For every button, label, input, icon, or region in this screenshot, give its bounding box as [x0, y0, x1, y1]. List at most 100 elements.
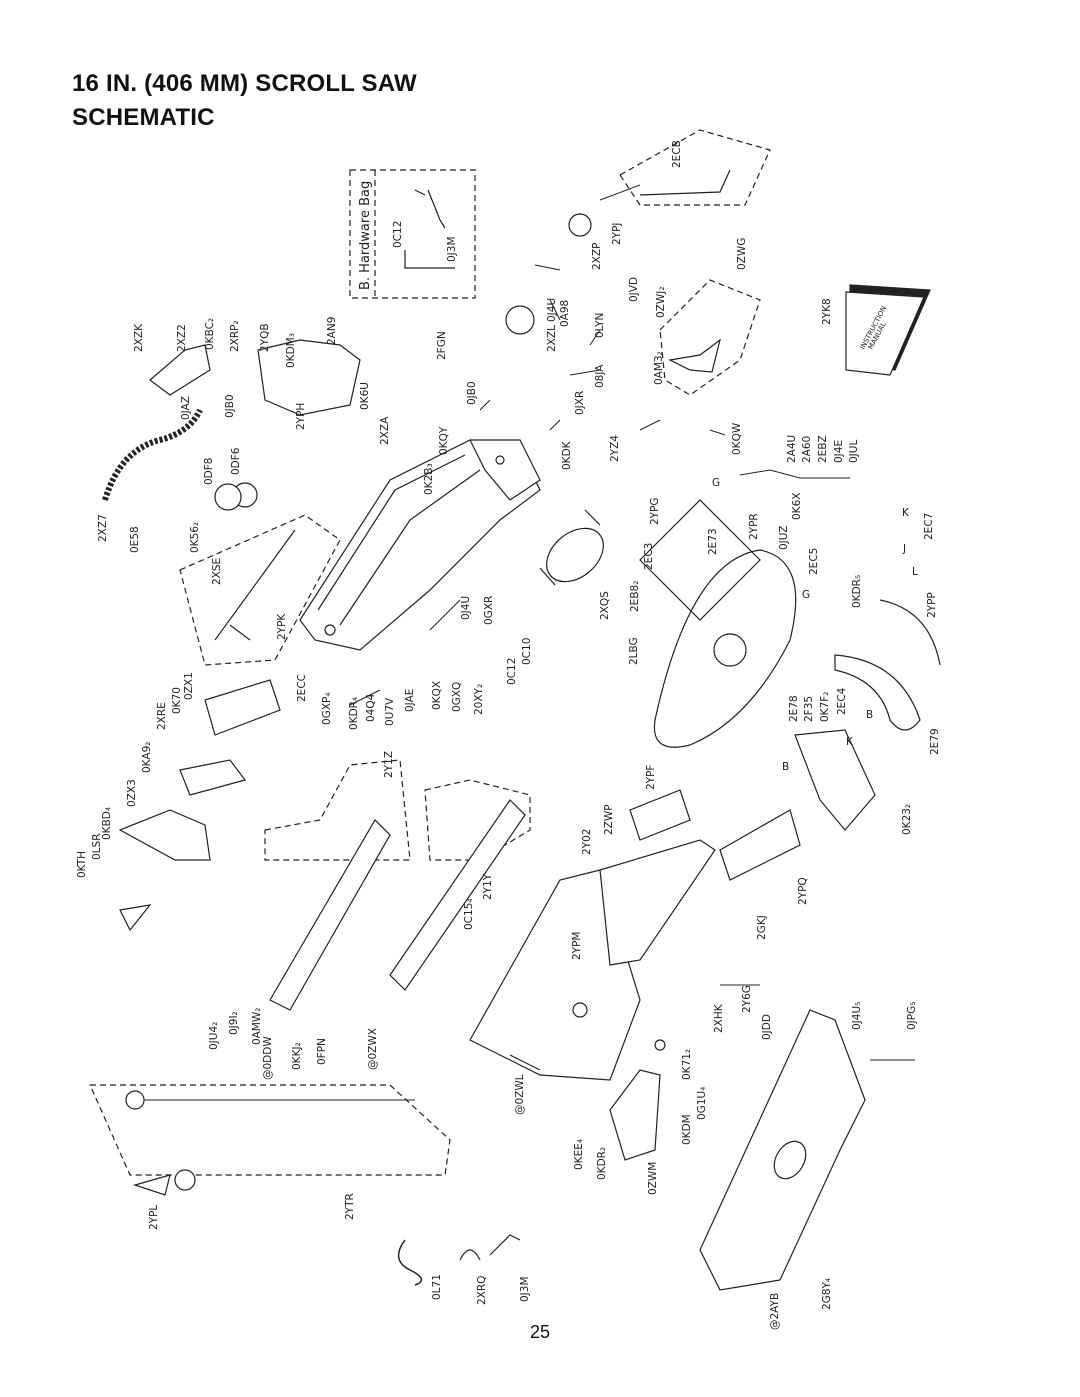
base-plate [699, 1009, 866, 1291]
part-callout-c40: 0DF6 [230, 447, 242, 475]
dashed-group-2xse [179, 514, 341, 666]
part-callout-c31: 2YQB [259, 323, 271, 352]
page-number: 25 [529, 1322, 551, 1342]
part-callout-c113: 0JPG₅ [906, 1002, 918, 1030]
part-callout-c36: 0K6U [359, 382, 371, 410]
part-callout-c63: 2YPK [276, 613, 288, 640]
part-callout-c93: 0LSR [91, 834, 103, 861]
dashed-group-2y1y [424, 779, 531, 861]
part-callout-c8: 0J4U [546, 298, 558, 322]
part-callout-c29: 0KBC₂ [204, 318, 216, 350]
part-callout-c52: 2EC3 [643, 543, 655, 570]
part-callout-c17: 2YZ4 [609, 435, 621, 462]
part-callout-c58: G [802, 589, 810, 601]
part-callout-c48: 2XZ7 [97, 514, 109, 542]
part-callout-c67: 2ECC [296, 674, 308, 702]
part-callout-c47: K [902, 507, 910, 519]
part-callout-c78: 0K7F₂ [819, 692, 831, 723]
part-callout-c23: 0J4E [833, 440, 845, 463]
part-callout-c111: 0JDD [761, 1014, 773, 1040]
part-callout-c4: 0ZWG [736, 238, 748, 270]
part-callout-c19: 0KDK [561, 440, 573, 470]
part-callout-c107: 0KKJ₂ [291, 1042, 303, 1070]
part-callout-c104: 0J9I₂ [228, 1011, 240, 1035]
part-callout-c62: 0GXR [483, 596, 495, 625]
part-callout-c69: 0KDR₄ [348, 697, 360, 730]
part-callout-c49: 0E58 [129, 526, 141, 553]
part-callout-c27: 2XZK [133, 323, 145, 352]
part-callout-c92: 0KBD₄ [101, 807, 113, 840]
motor [539, 509, 604, 586]
part-callout-c94: 0KTH [76, 851, 88, 878]
part-callout-c123: 0L71 [431, 1274, 443, 1300]
part-callout-c7: 2YK8 [821, 298, 833, 325]
part-callout-c39: 0DF8 [203, 458, 215, 486]
part-callout-c5: 0JVD [628, 277, 640, 302]
part-callout-c45: 0JUZ [778, 526, 790, 550]
part-callout-c3: 2XZP [591, 243, 603, 270]
part-callout-c97: 2Y1Y [482, 873, 494, 900]
pad-2yfp [629, 789, 691, 841]
part-callout-c16: 0JB0 [466, 381, 478, 405]
part-callout-c90: 0K23₂ [901, 804, 913, 835]
part-callout-c43: 2YPG [649, 497, 661, 525]
part-callout-c42: 0K6X [791, 493, 803, 520]
part-callout-c79: 2EC4 [836, 687, 848, 715]
part-callout-c53: 2EC5 [808, 548, 820, 575]
part-callout-c76: 2E78 [788, 695, 800, 722]
part-callout-c1: 2ECB [671, 140, 683, 168]
part-callout-c118: 0KEE₄ [573, 1139, 585, 1170]
part-callout-c18: 0KQY [438, 426, 450, 455]
part-callout-c127: 2G8Y₄ [821, 1278, 833, 1310]
part-callout-c20: 2A4U [786, 435, 798, 463]
part-callout-c70: 04Q4 [365, 693, 377, 722]
part-callout-c109: @0ZWX [367, 1028, 379, 1070]
part-callout-c24: 0JUL [848, 440, 860, 463]
part-callout-c57: 2EB8₂ [629, 581, 641, 612]
part-callout-c65: 0C10 [521, 638, 533, 665]
dashed-group-0zwg [659, 279, 761, 396]
part-callout-c96: 2Y02 [581, 829, 593, 855]
part-callout-c119: 0KDR₂ [596, 1147, 608, 1180]
part-callout-c106: @0DDW [262, 1036, 274, 1080]
part-callout-c98: 0C15₄ [463, 898, 475, 930]
part-callout-c85: 2XRE [156, 702, 168, 730]
part-callout-c74: 0GXQ [451, 682, 463, 712]
part-callout-c38: 2XZA [379, 416, 391, 445]
part-callout-c87: 2Y1Z [383, 751, 395, 778]
part-callout-c51: 2XSE [211, 558, 223, 585]
page-subtitle: SCHEMATIC [72, 104, 215, 131]
part-callout-c35: 0JB0 [224, 394, 236, 418]
part-callout-c77: 2F35 [803, 696, 815, 722]
part-callout-c33: 2AN9 [326, 317, 338, 345]
part-callout-c21: 2A60 [801, 436, 813, 463]
part-callout-c112: 0J4U₅ [851, 1002, 863, 1030]
dashed-group-2ecb [619, 129, 771, 206]
part-callout-c34: 0JAZ [180, 396, 192, 420]
part-callout-c120: 0ZWM [647, 1162, 659, 1195]
power-cord [397, 1239, 423, 1286]
hardware-bag-box [349, 169, 476, 299]
part-callout-c11: 0LYN [594, 313, 606, 338]
upper-arm-housing [299, 439, 541, 651]
part-callout-c22: 2EBZ [817, 435, 829, 463]
part-callout-c2: 2YPJ [611, 222, 623, 245]
part-callout-c6: 0ZWJ₂ [655, 286, 667, 318]
part-callout-c100: 2GKJ [756, 915, 768, 940]
part-callout-c75: 20XY₂ [473, 684, 485, 715]
hardware-bag-item: 0J3M [446, 236, 458, 262]
part-callout-c68: 0GXP₄ [321, 692, 333, 725]
part-callout-c15: 0KQW [731, 422, 743, 455]
part-callout-c89: B [782, 761, 789, 773]
part-callout-c88: 2YPF [645, 765, 657, 790]
part-callout-c95: 2ZWP [603, 804, 615, 835]
part-callout-c84: 0ZX1 [183, 672, 195, 700]
part-callout-c122: 2YTR [344, 1193, 356, 1220]
part-callout-c103: 0JU4₂ [208, 1022, 220, 1050]
page-title: 16 IN. (406 MM) SCROLL SAW [72, 70, 417, 97]
part-callout-c10: 2XZL [546, 325, 558, 352]
part-callout-c32: 0KDM₃ [285, 333, 297, 368]
part-callout-c80: B [866, 709, 873, 721]
part-callout-c9: 0A98 [559, 300, 571, 327]
